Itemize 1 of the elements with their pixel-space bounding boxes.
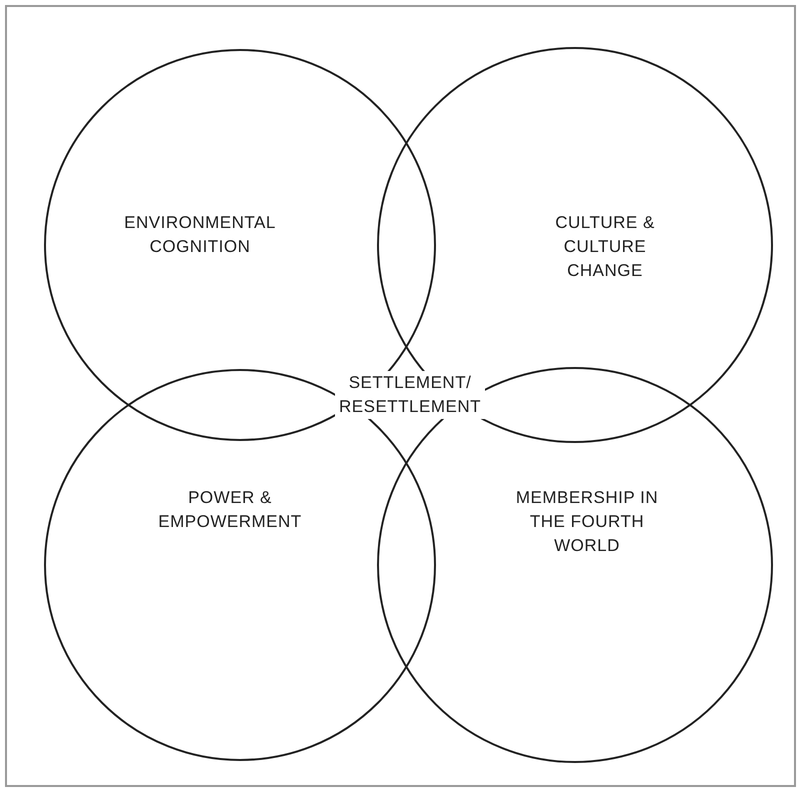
center-label: SETTLEMENT/ RESETTLEMENT [335,371,485,419]
